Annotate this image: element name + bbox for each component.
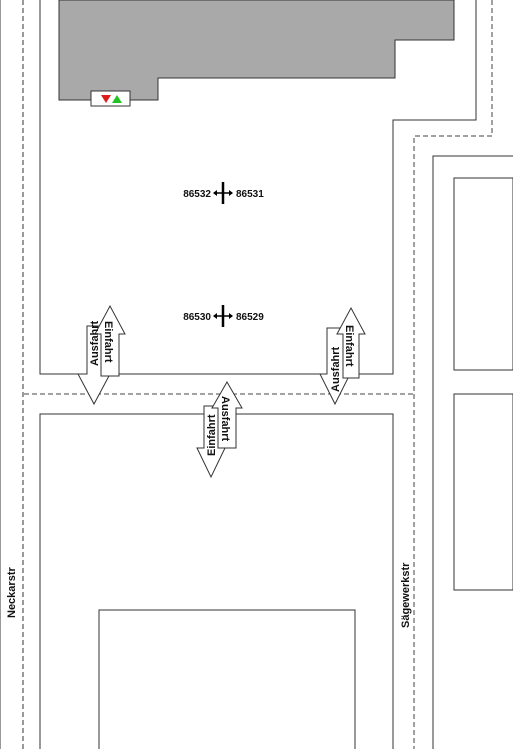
street-label-left: Neckarstr: [6, 567, 18, 618]
right-block-upper: [453, 177, 513, 371]
driveway-middle: Einfahrt Ausfahrt: [196, 380, 243, 479]
street-label-right: Sägewerkstr: [400, 562, 412, 628]
entry-label: Einfahrt: [206, 414, 218, 456]
marker-2-left-id: 86530: [183, 312, 211, 323]
signal-box: [90, 90, 131, 107]
driveway-left: Ausfahrt Einfahrt: [77, 304, 126, 406]
neckarstr-street: [0, 0, 24, 749]
exit-label: Ausfahrt: [219, 396, 231, 442]
signal-red-triangle-icon: [101, 95, 111, 103]
marker-2-right-id: 86529: [236, 312, 264, 323]
right-block-lower: [453, 393, 513, 591]
saegewerkstr-street: [432, 155, 513, 749]
signal-green-triangle-icon: [112, 95, 122, 103]
marker-1-right-id: 86531: [236, 189, 264, 200]
driveway-right: Ausfahrt Einfahrt: [319, 306, 366, 406]
entry-label: Einfahrt: [102, 321, 114, 363]
cross-arrow-marker-icon: [213, 182, 233, 204]
upper-parcel: [39, 0, 477, 375]
entry-label: Einfahrt: [343, 325, 355, 367]
entry-arrow-up-icon: [94, 304, 126, 377]
exit-label: Ausfahrt: [330, 346, 342, 392]
cross-arrow-marker-icon: [213, 305, 233, 327]
marker-1-left-id: 86532: [183, 189, 211, 200]
exit-arrow-up-icon: [211, 380, 243, 449]
marker-1: 86532 86531: [183, 182, 264, 204]
marker-2: 86530 86529: [183, 305, 264, 327]
entry-arrow-up-icon: [336, 306, 366, 379]
exit-label: Ausfahrt: [89, 320, 101, 366]
building: [58, 0, 455, 101]
